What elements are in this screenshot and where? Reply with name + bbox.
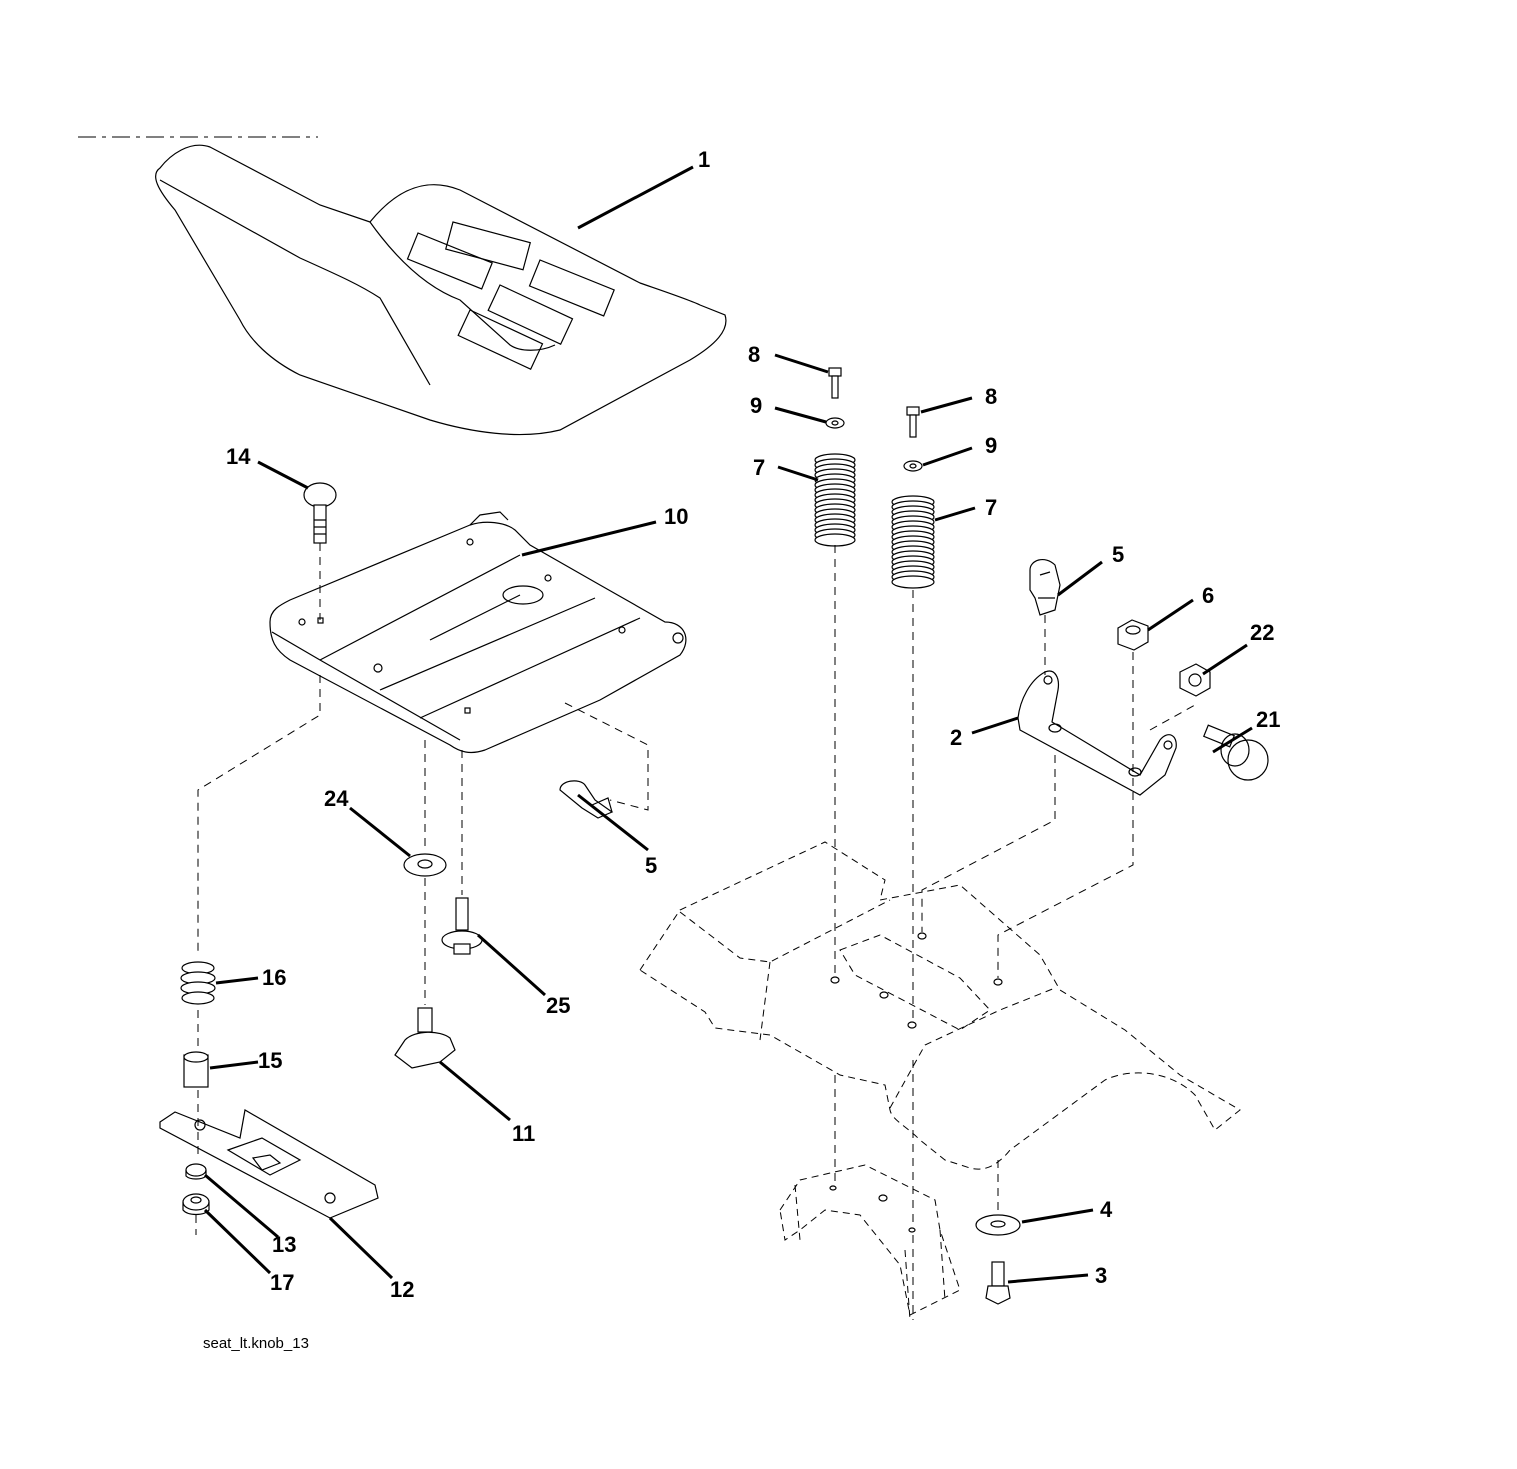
shoulder-bolt-25-part bbox=[441, 897, 483, 955]
diagram-caption: seat_lt.knob_13 bbox=[203, 1335, 309, 1352]
washer-24-part bbox=[403, 853, 447, 877]
spring-16-part bbox=[180, 961, 216, 1005]
washer-9-right-part bbox=[903, 460, 923, 472]
callout-25: 25 bbox=[546, 993, 570, 1018]
callout-13: 13 bbox=[272, 1232, 296, 1257]
spring-7-right-part bbox=[891, 495, 935, 589]
bracket-12-part bbox=[159, 1109, 379, 1219]
bushing-15-part bbox=[183, 1051, 209, 1088]
callout-7-right: 7 bbox=[985, 495, 997, 520]
callout-5-right: 5 bbox=[1112, 542, 1124, 567]
callout-8-right: 8 bbox=[985, 384, 997, 409]
callout-labels: 1 2 3 4 5 5 6 7 7 8 8 9 9 10 11 12 13 14… bbox=[226, 147, 1280, 1302]
nut-13-part bbox=[185, 1163, 207, 1180]
bracket-2-part bbox=[1017, 670, 1177, 796]
callout-22: 22 bbox=[1250, 620, 1274, 645]
callout-11: 11 bbox=[512, 1121, 535, 1146]
callout-1: 1 bbox=[698, 147, 710, 172]
nut-17-part bbox=[182, 1193, 210, 1216]
callout-15: 15 bbox=[258, 1048, 282, 1073]
washer-4-part bbox=[975, 1214, 1021, 1236]
callout-12: 12 bbox=[390, 1277, 414, 1302]
callout-9-left: 9 bbox=[750, 393, 762, 418]
clip-5-right-part bbox=[1029, 558, 1061, 616]
callout-14: 14 bbox=[226, 444, 251, 469]
frame-outline bbox=[639, 841, 1241, 1321]
seat-part bbox=[155, 144, 727, 436]
callout-4: 4 bbox=[1100, 1197, 1113, 1222]
seat-pan-part bbox=[269, 511, 687, 754]
callout-24: 24 bbox=[324, 786, 349, 811]
callout-9-right: 9 bbox=[985, 433, 997, 458]
spring-7-left-part bbox=[814, 453, 856, 547]
callout-3: 3 bbox=[1095, 1263, 1107, 1288]
knob-11-part bbox=[394, 1007, 456, 1069]
callout-16: 16 bbox=[262, 965, 286, 990]
callout-8-left: 8 bbox=[748, 342, 760, 367]
bolt-8-right-part bbox=[906, 406, 920, 438]
bolt-3-part bbox=[985, 1261, 1011, 1305]
bolt-8-left-part bbox=[828, 367, 842, 399]
nut-22-part bbox=[1179, 663, 1211, 697]
callout-10: 10 bbox=[664, 504, 688, 529]
assembly-lines bbox=[195, 543, 1196, 1320]
callout-5-left: 5 bbox=[645, 853, 657, 878]
nut-6-part bbox=[1117, 619, 1149, 651]
leader-lines bbox=[203, 165, 1253, 1284]
washer-9-left-part bbox=[825, 417, 845, 429]
callout-7-left: 7 bbox=[753, 455, 765, 480]
frame-holes bbox=[829, 932, 1003, 1233]
carriage-bolt-part bbox=[303, 482, 337, 544]
callout-2: 2 bbox=[950, 725, 962, 750]
callout-6: 6 bbox=[1202, 583, 1214, 608]
callout-21: 21 bbox=[1256, 707, 1280, 732]
callout-17: 17 bbox=[270, 1270, 294, 1295]
